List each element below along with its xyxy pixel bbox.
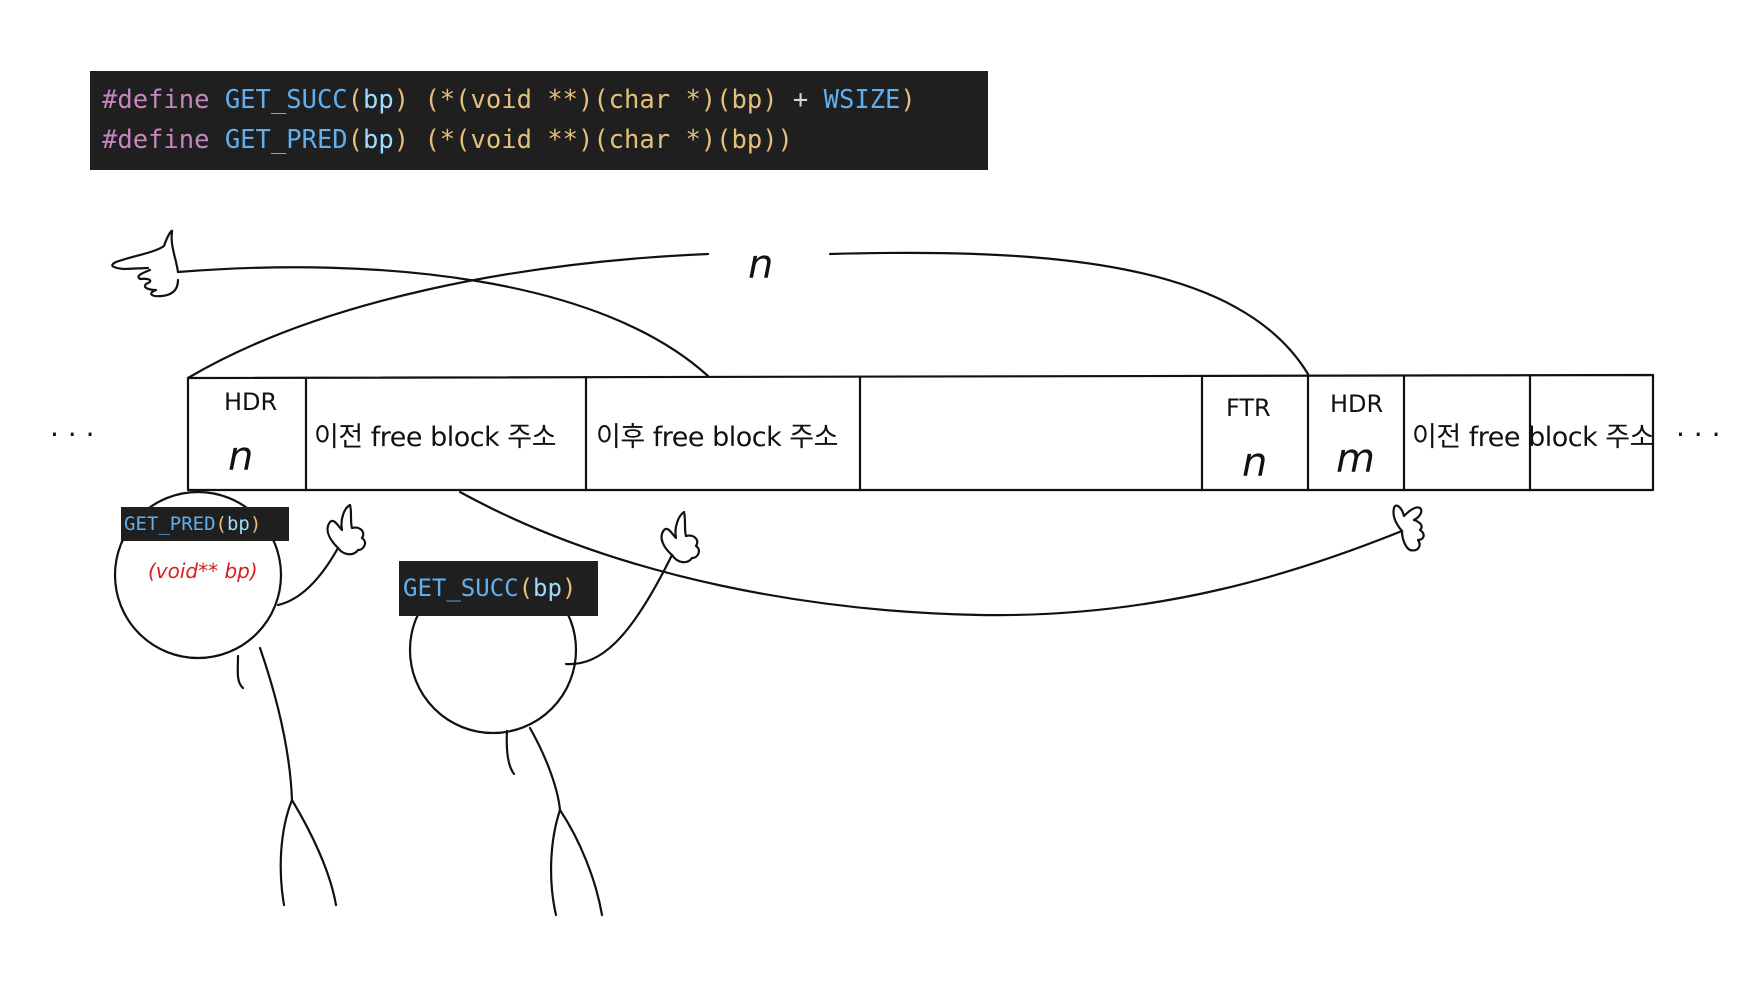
- paren: ): [393, 85, 410, 115]
- pred-pointer-arc: [176, 266, 710, 378]
- define-directive: #define: [102, 85, 210, 115]
- get-succ-label: GET_SUCC(bp): [399, 561, 598, 616]
- paren: (: [215, 513, 227, 535]
- pointing-hand-icon: [111, 229, 180, 298]
- plus-operator: +: [792, 85, 809, 115]
- get-pred-param: bp: [226, 513, 250, 535]
- paren: (: [347, 85, 364, 115]
- code-line-get-pred: #define GET_PRED(bp) (*(void **)(char *)…: [102, 120, 988, 160]
- stick-figure-succ: [408, 510, 701, 917]
- get-pred-label: GET_PRED(bp): [121, 507, 289, 541]
- next-pred-field-label: 이전 free block 주소: [1412, 422, 1654, 453]
- block-hdr-size: n: [228, 434, 253, 480]
- paren: ): [249, 513, 262, 535]
- pred-field-label: 이전 free block 주소: [314, 422, 556, 453]
- get-succ-param: bp: [533, 574, 562, 602]
- block-ftr-size: n: [1242, 440, 1267, 486]
- code-line-get-succ: #define GET_SUCC(bp) (*(void **)(char *)…: [102, 80, 988, 120]
- define-directive: #define: [102, 125, 210, 155]
- macro-name: GET_SUCC: [224, 85, 348, 115]
- code-snippet: #define GET_SUCC(bp) (*(void **)(char *)…: [90, 71, 988, 170]
- succ-pointer-arc: [458, 490, 1404, 617]
- paren: (: [347, 125, 364, 155]
- succ-field-label: 이후 free block 주소: [596, 422, 838, 453]
- wsize-constant: WSIZE: [823, 85, 901, 115]
- heap-blocks: [186, 373, 1655, 492]
- macro-body: (*(void **)(char *)(bp): [424, 85, 778, 115]
- block-size-arc-right: [828, 251, 1310, 376]
- pred-cast-note: (void** bp): [148, 559, 258, 583]
- paren: (: [518, 574, 534, 602]
- macro-name: GET_PRED: [224, 125, 348, 155]
- next-hdr-size: m: [1336, 436, 1375, 482]
- block-hdr-label: HDR: [224, 388, 277, 416]
- size-label-top: n: [748, 242, 773, 288]
- macro-body: (*(void **)(char *)(bp)): [424, 125, 793, 155]
- right-ellipsis: . . .: [1676, 410, 1721, 443]
- paren: ): [561, 574, 577, 602]
- get-pred-name: GET_PRED: [124, 513, 216, 535]
- paren: ): [393, 125, 410, 155]
- block-size-arc: [186, 252, 710, 380]
- stick-figure-pred: [113, 490, 367, 907]
- macro-body-end: ): [900, 85, 916, 115]
- macro-param: bp: [363, 125, 394, 155]
- left-ellipsis: . . .: [50, 410, 95, 443]
- get-succ-name: GET_SUCC: [403, 574, 519, 602]
- pointing-hand-icon: [660, 510, 701, 564]
- block-ftr-label: FTR: [1226, 394, 1271, 422]
- next-hdr-label: HDR: [1330, 390, 1383, 418]
- pointing-hand-icon: [1392, 504, 1425, 552]
- macro-param: bp: [363, 85, 394, 115]
- pointing-hand-icon: [326, 503, 367, 556]
